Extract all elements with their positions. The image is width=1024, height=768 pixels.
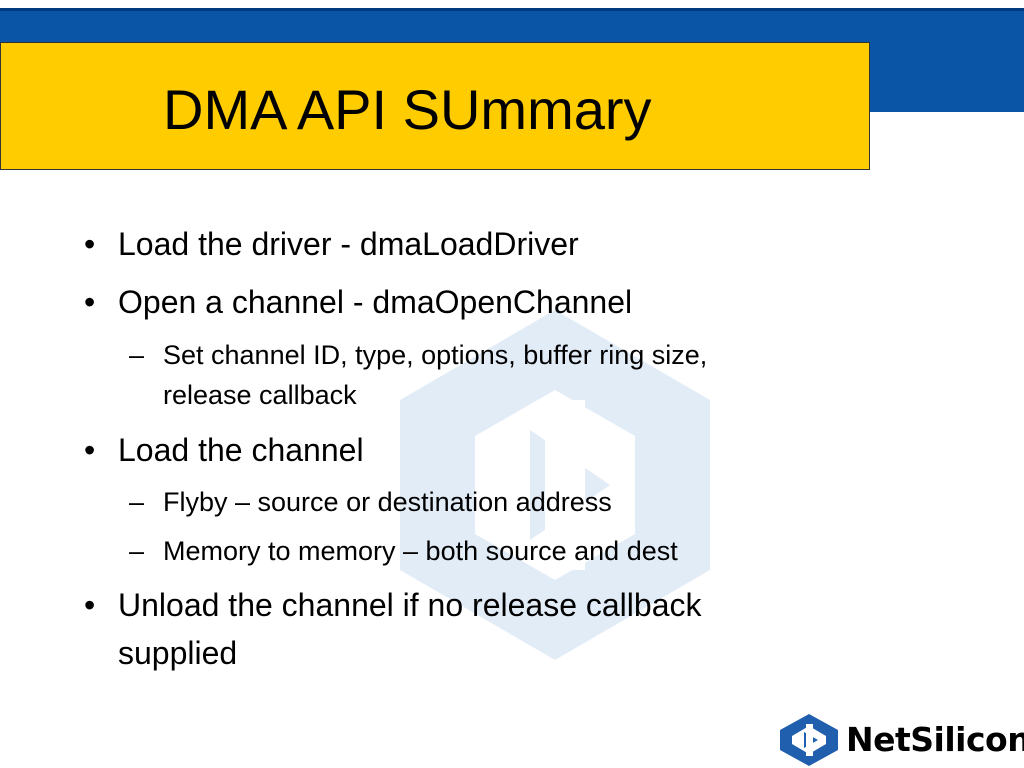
logo-text: NetSilicon xyxy=(846,720,1024,759)
netsilicon-logo-icon xyxy=(780,714,838,766)
bullet-marker: • xyxy=(84,284,96,320)
bullet-text: supplied xyxy=(118,635,238,671)
bullet-text: Open a channel - dmaOpenChannel xyxy=(118,284,633,320)
title-box xyxy=(0,42,870,170)
sub-bullet-continuation: release callback xyxy=(163,375,357,415)
bullet-text: Load the channel xyxy=(118,432,364,468)
sub-bullet-marker: – xyxy=(129,536,145,566)
bullet-marker: • xyxy=(84,587,96,623)
bullet-item: • Open a channel - dmaOpenChannel xyxy=(84,282,633,322)
bullet-item: • Load the channel xyxy=(84,430,364,470)
sub-bullet-text: Memory to memory – both source and dest xyxy=(163,536,678,566)
bullet-marker: • xyxy=(84,226,96,262)
slide-title: DMA API SUmmary xyxy=(163,78,652,141)
sub-bullet-text: release callback xyxy=(163,380,357,410)
sub-bullet-item: – Flyby – source or destination address xyxy=(129,482,612,522)
bullet-item: • Load the driver - dmaLoadDriver xyxy=(84,224,579,264)
netsilicon-logo: NetSilicon xyxy=(776,710,1024,768)
bullet-text: Unload the channel if no release callbac… xyxy=(118,587,702,623)
bullet-continuation: supplied xyxy=(118,633,237,673)
header-band-edge xyxy=(0,8,1024,11)
watermark-logo-icon xyxy=(400,310,710,660)
sub-bullet-text: Set channel ID, type, options, buffer ri… xyxy=(163,340,708,370)
sub-bullet-item: – Set channel ID, type, options, buffer … xyxy=(129,335,708,375)
sub-bullet-marker: – xyxy=(129,340,145,370)
bullet-marker: • xyxy=(84,432,96,468)
sub-bullet-text: Flyby – source or destination address xyxy=(163,487,612,517)
bullet-text: Load the driver - dmaLoadDriver xyxy=(118,226,579,262)
sub-bullet-item: – Memory to memory – both source and des… xyxy=(129,531,678,571)
sub-bullet-marker: – xyxy=(129,487,145,517)
bullet-item: • Unload the channel if no release callb… xyxy=(84,585,702,625)
